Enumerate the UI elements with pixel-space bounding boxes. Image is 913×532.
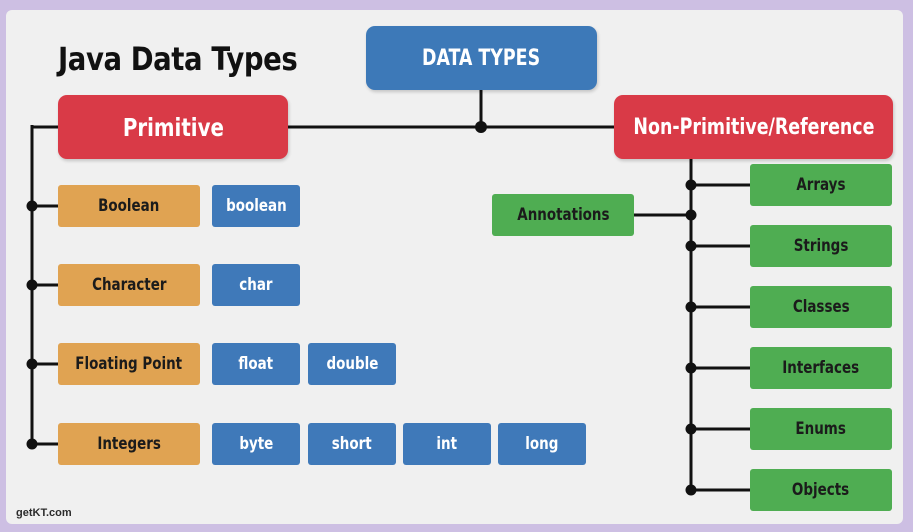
reference-label: Enums	[795, 419, 847, 439]
category-label: Floating Point	[75, 354, 183, 374]
reference-label: Strings	[793, 236, 849, 256]
type-boolean: boolean	[212, 185, 300, 227]
type-long: long	[498, 423, 586, 465]
type-short: short	[308, 423, 396, 465]
type-label: byte	[239, 434, 273, 454]
type-int: int	[403, 423, 491, 465]
connector-lines	[26, 90, 750, 496]
root-node-label: DATA TYPES	[422, 45, 541, 71]
type-label: short	[332, 434, 372, 454]
annotations-node: Annotations	[492, 194, 634, 236]
type-label: double	[326, 354, 378, 374]
primitive-node: Primitive	[58, 95, 288, 159]
non-primitive-node-label: Non-Primitive/Reference	[632, 114, 875, 140]
footer-watermark: getKT.com	[16, 507, 72, 519]
type-label: float	[238, 354, 274, 374]
reference-label: Interfaces	[782, 358, 860, 378]
type-char: char	[212, 264, 300, 306]
type-label: char	[239, 275, 273, 295]
annotations-label: Annotations	[516, 205, 610, 225]
diagram-canvas: Java Data Types DATA TYPES Primitive Non…	[6, 10, 903, 524]
category-label: Integers	[97, 434, 161, 454]
reference-label: Arrays	[796, 175, 846, 195]
reference-classes: Classes	[750, 286, 892, 328]
type-byte: byte	[212, 423, 300, 465]
category-character: Character	[58, 264, 200, 306]
non-primitive-node: Non-Primitive/Reference	[614, 95, 893, 159]
diagram-title: Java Data Types	[58, 40, 298, 78]
type-label: long	[525, 434, 559, 454]
root-node: DATA TYPES	[366, 26, 597, 90]
category-floating-point: Floating Point	[58, 343, 200, 385]
reference-interfaces: Interfaces	[750, 347, 892, 389]
category-label: Character	[91, 275, 167, 295]
reference-objects: Objects	[750, 469, 892, 511]
primitive-node-label: Primitive	[122, 112, 224, 142]
type-label: int	[436, 434, 458, 454]
category-label: Boolean	[98, 196, 160, 216]
type-float: float	[212, 343, 300, 385]
reference-label: Objects	[792, 480, 850, 500]
reference-strings: Strings	[750, 225, 892, 267]
category-boolean: Boolean	[58, 185, 200, 227]
reference-arrays: Arrays	[750, 164, 892, 206]
type-label: boolean	[225, 196, 287, 216]
reference-enums: Enums	[750, 408, 892, 450]
reference-label: Classes	[792, 297, 850, 317]
category-integers: Integers	[58, 423, 200, 465]
type-double: double	[308, 343, 396, 385]
